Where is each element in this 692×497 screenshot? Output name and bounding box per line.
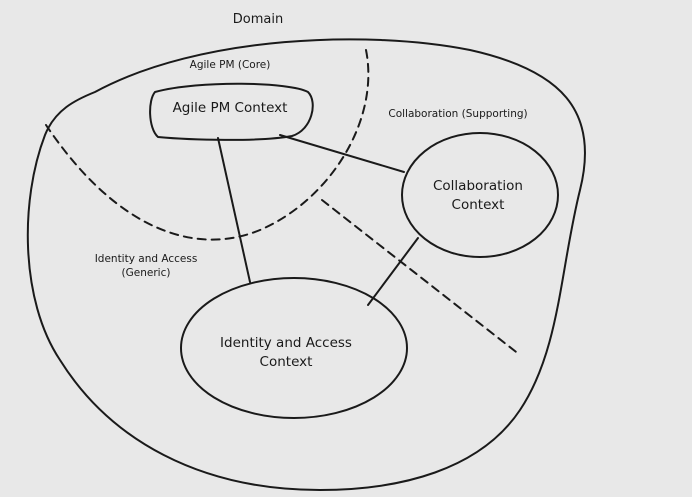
generic-subdomain-label-line2: (Generic)	[121, 267, 171, 279]
agile-to-collaboration-link	[279, 134, 405, 173]
core-subdomain-label: Agile PM (Core)	[189, 59, 271, 71]
supporting-subdomain-label: Collaboration (Supporting)	[388, 108, 528, 120]
generic-subdomain-label-line1: Identity and Access	[94, 253, 198, 265]
agile-to-identity-link	[217, 137, 251, 283]
collaboration-context-shape	[401, 132, 559, 258]
supporting-generic-boundary	[321, 199, 521, 356]
collaboration-context-label: Collaboration Context	[415, 177, 541, 215]
identity-context-shape	[180, 277, 408, 419]
identity-context-line2: Context	[259, 354, 313, 370]
agile-pm-context-shape	[149, 82, 314, 141]
domain-boundary	[26, 38, 586, 491]
domain-title: Domain	[232, 12, 284, 27]
identity-context-label: Identity and Access Context	[205, 334, 367, 372]
collaboration-context-line2: Context	[451, 197, 505, 213]
collaboration-context-line1: Collaboration	[433, 178, 523, 194]
core-subdomain-boundary	[45, 49, 370, 241]
generic-subdomain-label: Identity and Access (Generic)	[78, 252, 214, 280]
identity-context-line1: Identity and Access	[220, 335, 352, 351]
agile-pm-context-label: Agile PM Context	[172, 100, 288, 116]
collaboration-to-identity-link	[367, 237, 419, 306]
